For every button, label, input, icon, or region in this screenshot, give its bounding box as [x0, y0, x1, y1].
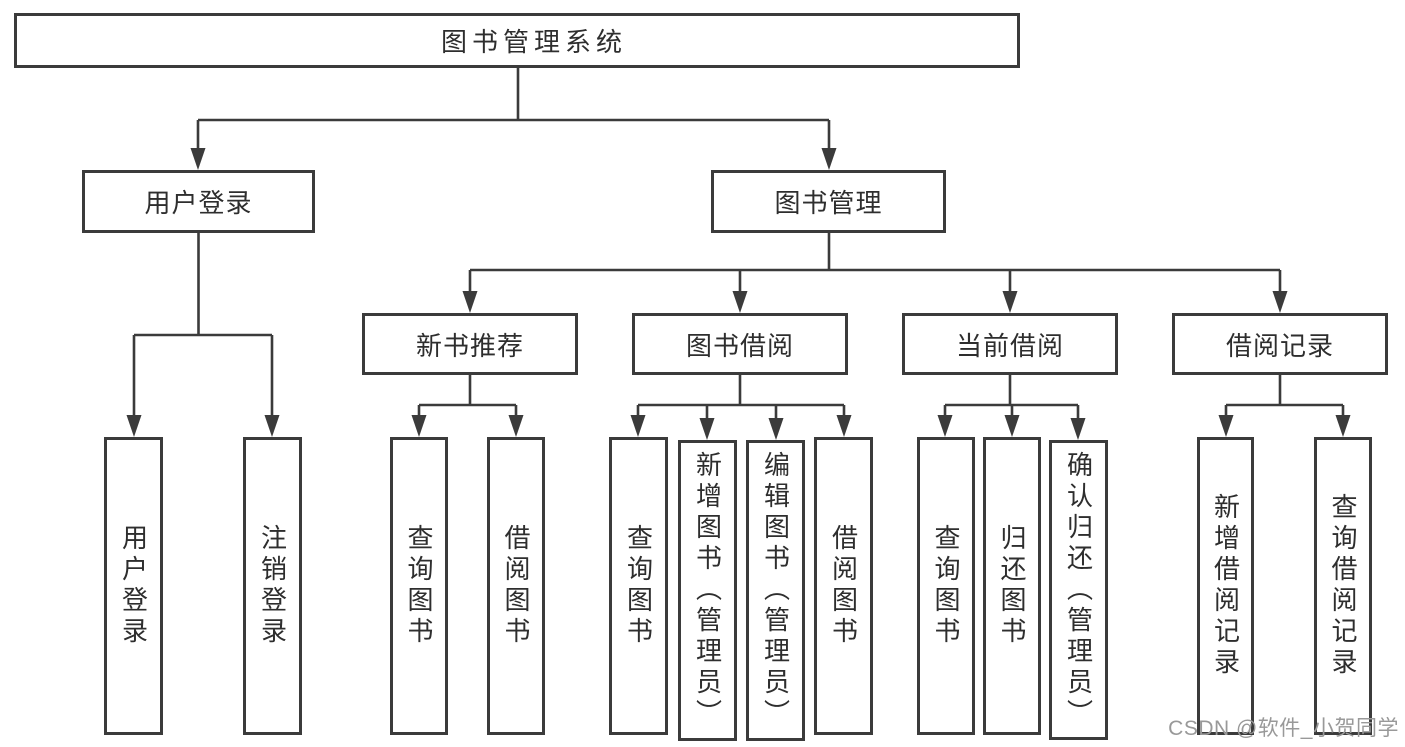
leaf-query-book: 查询图书 — [917, 437, 975, 735]
node-current-borrow: 当前借阅 — [902, 313, 1118, 375]
node-label: 用户登录 — [118, 524, 149, 648]
node-label: 编辑图书（管理员） — [760, 451, 791, 730]
leaf-logout: 注销登录 — [243, 437, 302, 735]
node-label: 查询图书 — [623, 524, 654, 648]
node-label: 新增图书（管理员） — [692, 451, 723, 730]
node-book-management: 图书管理 — [711, 170, 946, 233]
leaf-query-book: 查询图书 — [390, 437, 448, 735]
node-user-login: 用户登录 — [82, 170, 315, 233]
node-new-book-recommend: 新书推荐 — [362, 313, 578, 375]
node-label: 查询图书 — [931, 524, 961, 648]
node-label: 图书管理系统 — [440, 27, 627, 57]
node-label: 查询借阅记录 — [1328, 493, 1358, 679]
leaf-borrow-book: 借阅图书 — [487, 437, 545, 735]
node-label: 图书管理 — [774, 188, 883, 218]
node-label: 注销登录 — [257, 524, 288, 648]
leaf-add-borrow-record: 新增借阅记录 — [1197, 437, 1254, 735]
node-label: 借阅图书 — [828, 524, 859, 648]
node-label: 图书借阅 — [685, 330, 794, 361]
node-label: 归还图书 — [997, 524, 1027, 648]
leaf-return-book: 归还图书 — [983, 437, 1041, 735]
csdn-watermark: CSDN @软件_小贺同学 — [1168, 717, 1399, 740]
node-borrow-record: 借阅记录 — [1172, 313, 1388, 375]
node-label: 新书推荐 — [415, 330, 524, 361]
leaf-edit-book-admin: 编辑图书（管理员） — [746, 440, 805, 741]
leaf-query-book: 查询图书 — [609, 437, 668, 735]
node-label: 新增借阅记录 — [1210, 493, 1241, 679]
node-label: 查询图书 — [404, 524, 434, 648]
node-label: 当前借阅 — [955, 330, 1064, 361]
leaf-confirm-return-admin: 确认归还（管理员） — [1049, 440, 1108, 740]
node-label: 借阅图书 — [501, 524, 531, 648]
node-label: 确认归还（管理员） — [1063, 450, 1094, 730]
node-label: 借阅记录 — [1225, 330, 1334, 361]
node-label: 用户登录 — [144, 188, 253, 218]
leaf-user-login: 用户登录 — [104, 437, 163, 735]
leaf-add-book-admin: 新增图书（管理员） — [678, 440, 737, 741]
node-book-borrow: 图书借阅 — [632, 313, 848, 375]
leaf-borrow-book: 借阅图书 — [814, 437, 873, 735]
node-system-root: 图书管理系统 — [14, 13, 1020, 68]
leaf-query-borrow-record: 查询借阅记录 — [1314, 437, 1372, 735]
